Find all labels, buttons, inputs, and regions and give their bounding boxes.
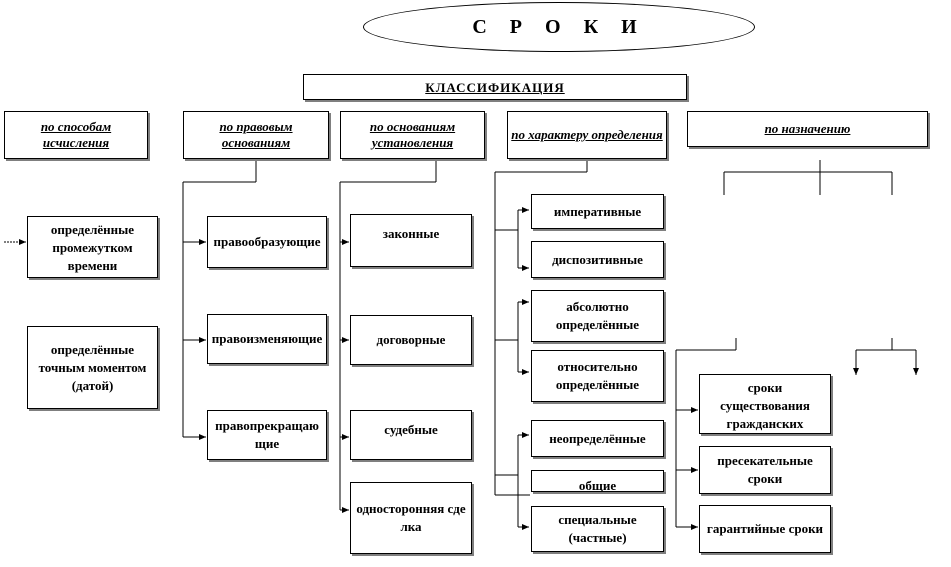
box-general: общие (531, 470, 664, 492)
box-dispositive: диспозитивные (531, 241, 664, 278)
header-by-purpose: по назначению (687, 111, 928, 147)
box-existence-terms: сроки существования гражданских (699, 374, 831, 434)
header-by-legal-grounds: по правовым основаниям (183, 111, 329, 159)
box-contractual: договорные (350, 315, 472, 365)
box-unilateral-deal: односторонняя сделка (350, 482, 472, 554)
box-warranty-terms: гарантийные сроки (699, 505, 831, 553)
box-judicial: судебные (350, 410, 472, 460)
box-period-defined: определённые промежутком времени (27, 216, 158, 278)
box-imperative: императивные (531, 194, 664, 229)
classification-header: КЛАССИФИКАЦИЯ (303, 74, 687, 100)
box-law-terminating: правопрекращающие (207, 410, 327, 460)
box-moment-defined: определённые точным моментом (датой) (27, 326, 158, 409)
box-relative-defined: относительно определённые (531, 350, 664, 402)
box-law-changing: правоизменяющие (207, 314, 327, 364)
header-by-establishment: по основаниям установления (340, 111, 485, 159)
box-law-forming: правообразующие (207, 216, 327, 268)
box-special: специальные (частные) (531, 506, 664, 552)
box-absolute-defined: абсолютно определённые (531, 290, 664, 342)
box-indefinite: неопределённые (531, 420, 664, 457)
box-preclusive-terms: пресекательные сроки (699, 446, 831, 494)
header-by-calculation: по способам исчисления (4, 111, 148, 159)
header-by-definition: по характеру определения (507, 111, 667, 159)
title-ellipse: С Р О К И (363, 2, 755, 52)
box-statutory: законные (350, 214, 472, 267)
